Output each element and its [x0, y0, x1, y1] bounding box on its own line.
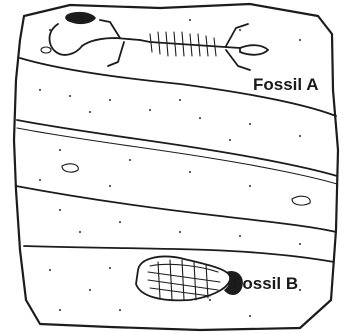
- fossil-b-label: Fossil B: [232, 274, 298, 293]
- fossil-a-label: Fossil A: [253, 75, 319, 94]
